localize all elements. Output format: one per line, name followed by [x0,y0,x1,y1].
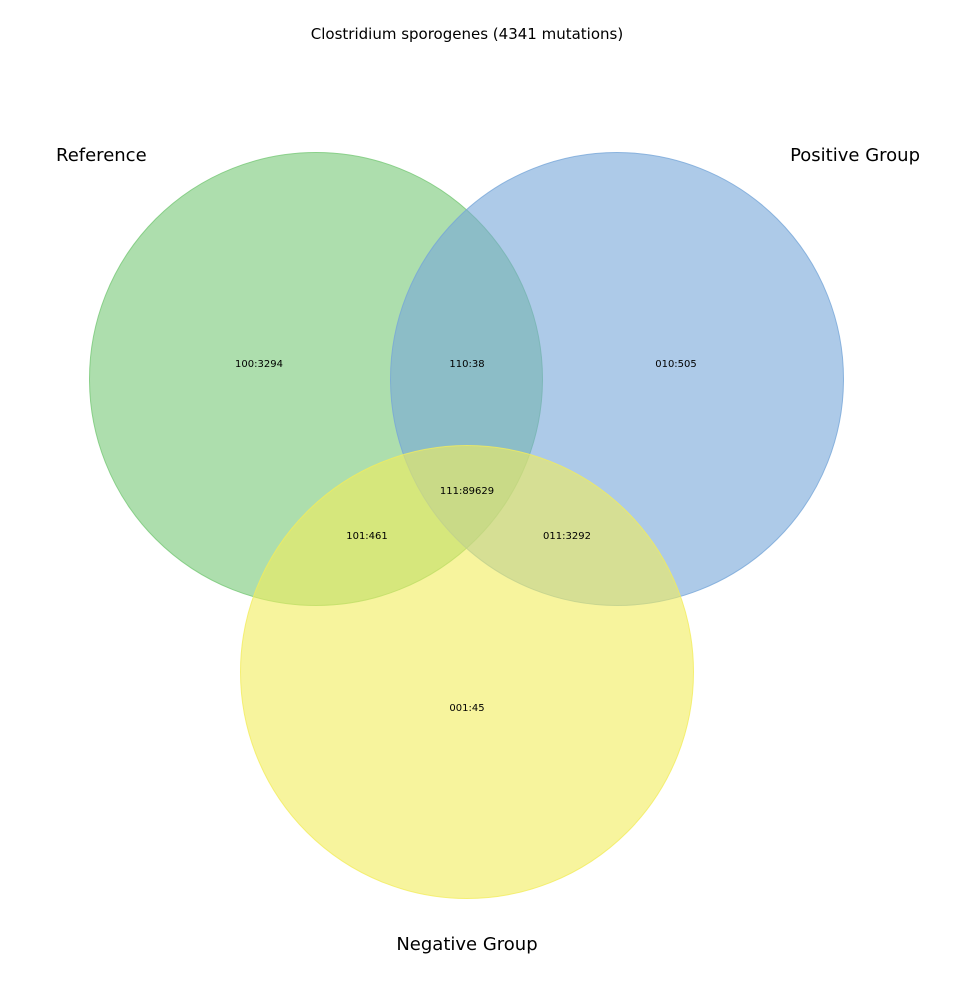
region-001-label: 001:45 [449,703,484,714]
region-110-label: 110:38 [449,359,484,370]
region-101-label: 101:461 [346,531,388,542]
negative-group-label: Negative Group [396,934,537,955]
region-011-label: 011:3292 [543,531,591,542]
reference-label: Reference [56,145,147,166]
positive-group-label: Positive Group [790,145,920,166]
region-111-label: 111:89629 [440,486,494,497]
region-010-label: 010:505 [655,359,697,370]
negative-group-circle [240,445,694,899]
diagram-title: Clostridium sporogenes (4341 mutations) [311,25,623,43]
region-100-label: 100:3294 [235,359,283,370]
